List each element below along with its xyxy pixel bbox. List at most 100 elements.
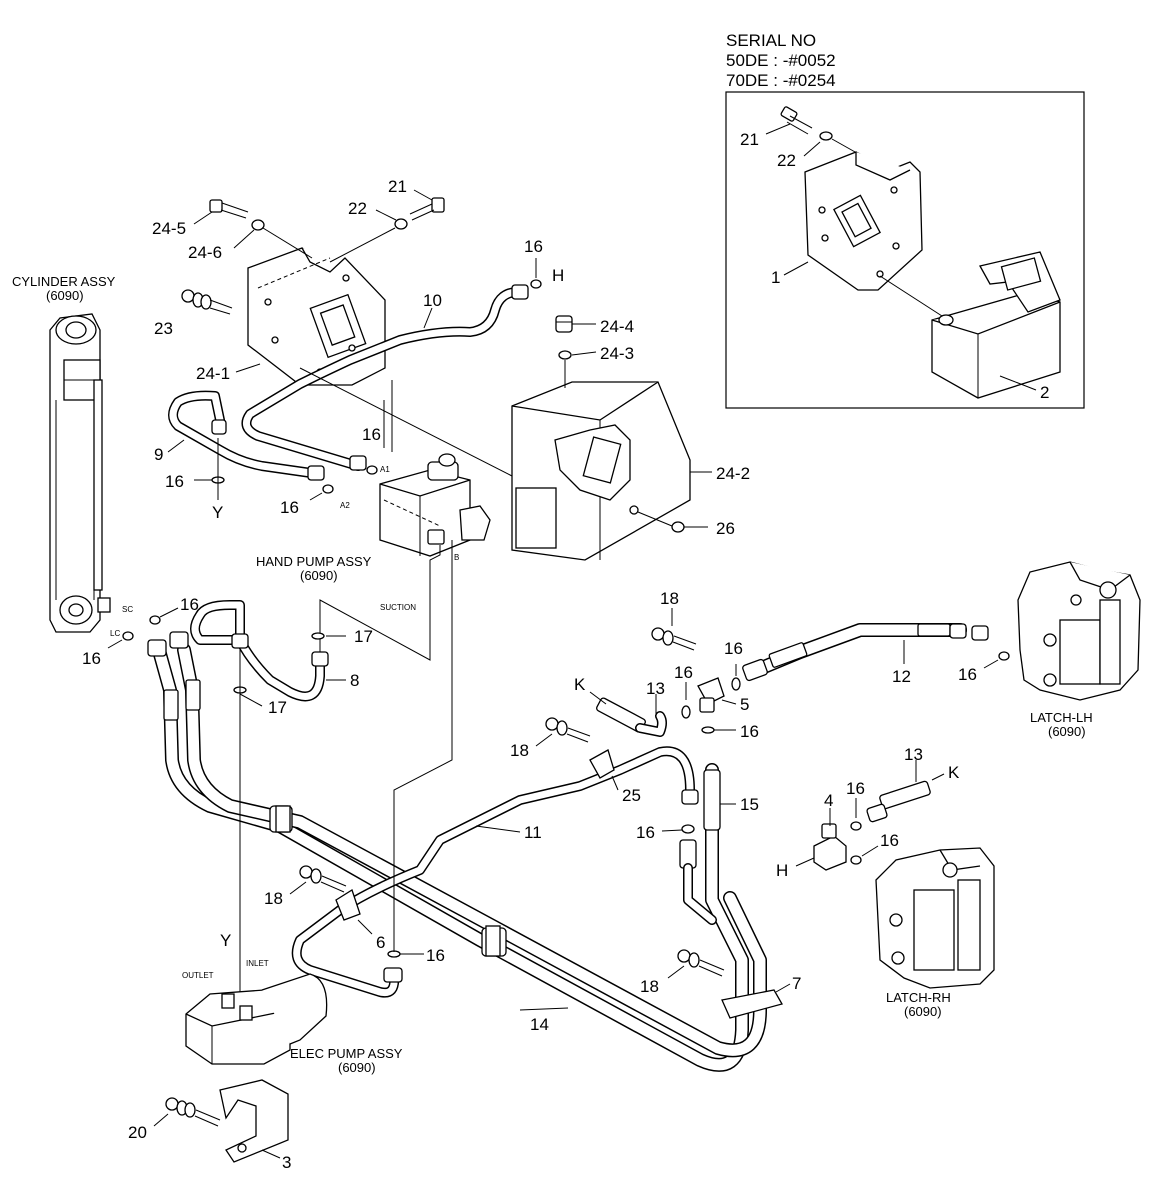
fitting-near-15: [679, 839, 717, 925]
label-h-right: H: [776, 861, 788, 880]
inset-box: 21 22 1 2: [725, 91, 1085, 409]
callout-18-c: 18: [264, 889, 283, 908]
clamp-hose-a: [275, 805, 291, 833]
callout-16-i: 16: [426, 946, 445, 965]
bolt-23: [181, 289, 233, 315]
hose-13-a: [596, 697, 667, 737]
callout-16-e: 16: [958, 665, 977, 684]
callout-16-a1: 16: [362, 425, 381, 444]
bracket-3: [219, 1079, 289, 1163]
port-lc: LC: [110, 629, 120, 638]
callout-16-a2: 16: [280, 498, 299, 517]
oring-16-g: [850, 821, 862, 831]
port-a2: A2: [340, 501, 350, 510]
pipe-10: [241, 284, 529, 471]
oring-16-h: [850, 855, 862, 865]
bracket-24-1: [247, 247, 386, 386]
callout-25: 25: [622, 786, 641, 805]
elec-pump-assy-label: ELEC PUMP ASSY (6090): [290, 1046, 403, 1075]
inset-bolt: [780, 106, 813, 135]
callout-16-d: 16: [740, 722, 759, 741]
callout-6: 6: [376, 933, 385, 952]
callout-11: 11: [524, 823, 542, 842]
callout-26: 26: [716, 519, 735, 538]
bolt-18-d: [677, 949, 725, 977]
bolt-18-a: [651, 627, 697, 651]
callout-24-1: 24-1: [196, 364, 230, 383]
reservoir-24-2: [511, 381, 691, 561]
callout-4: 4: [824, 791, 833, 810]
port-b: B: [454, 553, 459, 562]
oring-16-b: [731, 677, 741, 691]
latch-rh-code: (6090): [904, 1004, 942, 1019]
oring-16-c: [681, 705, 691, 719]
callout-7: 7: [792, 974, 801, 993]
bolt-24-5: [209, 199, 249, 219]
port-inlet: INLET: [246, 959, 269, 968]
callout-inset-2: 2: [1040, 383, 1049, 402]
bolt-18-b: [545, 717, 591, 743]
washer-24-3: [558, 350, 572, 360]
oring-16-d: [701, 726, 715, 734]
oring-16-a1: [366, 465, 378, 475]
callout-inset-1: 1: [771, 268, 780, 287]
callout-5: 5: [740, 695, 749, 714]
callout-18-d: 18: [640, 977, 659, 996]
callout-15: 15: [740, 795, 759, 814]
hose-12: [742, 623, 989, 682]
tee-5: [697, 677, 725, 713]
cylinder-assy-name: CYLINDER ASSY: [12, 274, 116, 289]
callout-13-b: 13: [904, 745, 923, 764]
hand-pump-name: HAND PUMP ASSY: [256, 554, 372, 569]
cylinder-assy: [49, 313, 111, 633]
clamp-25: [589, 749, 615, 779]
label-h-top: H: [552, 266, 564, 285]
label-k-top: K: [574, 675, 586, 694]
callout-inset-22: 22: [777, 151, 796, 170]
latch-rh: [875, 847, 995, 989]
label-y-bottom: Y: [220, 931, 231, 950]
callout-23: 23: [154, 319, 173, 338]
elec-pump-code: (6090): [338, 1060, 376, 1075]
bolt-21: [409, 197, 445, 221]
oring-16-sc: [149, 615, 161, 625]
hand-pump-assy-label: HAND PUMP ASSY (6090): [256, 554, 372, 583]
callout-16-b: 16: [724, 639, 743, 658]
callout-17-a: 17: [354, 627, 373, 646]
serial-line-70de: 70DE : -#0254: [726, 71, 836, 90]
latch-lh-code: (6090): [1048, 724, 1086, 739]
cylinder-assy-code: (6090): [46, 288, 84, 303]
pipe-8: [190, 600, 329, 702]
callout-20: 20: [128, 1123, 147, 1142]
cap-24-4: [555, 315, 573, 333]
callout-17-b: 17: [268, 698, 287, 717]
tee-4: [813, 823, 847, 871]
label-y-top: Y: [212, 503, 223, 522]
clamp-hose-b: [485, 925, 501, 957]
serial-line-50de: 50DE : -#0052: [726, 51, 836, 70]
callout-13-a: 13: [646, 679, 665, 698]
oring-16-e: [998, 651, 1010, 661]
callout-8: 8: [350, 671, 359, 690]
inset-bracket: [804, 151, 923, 291]
latch-lh-name: LATCH-LH: [1030, 710, 1093, 725]
clamp-6: [335, 889, 361, 921]
washer-22: [394, 218, 408, 230]
bolt-18-c: [299, 865, 347, 893]
callout-9: 9: [154, 445, 163, 464]
elec-pump-assy: [185, 973, 328, 1065]
oring-26: [671, 521, 685, 533]
callout-16-lc: 16: [82, 649, 101, 668]
oring-16-top: [530, 279, 542, 289]
inset-cover: [931, 251, 1061, 399]
callout-24-6: 24-6: [188, 243, 222, 262]
callout-16-h: 16: [880, 831, 899, 850]
hose-13-b: [866, 780, 931, 823]
inset-washer: [819, 131, 833, 141]
callout-16-f: 16: [636, 823, 655, 842]
elec-pump-name: ELEC PUMP ASSY: [290, 1046, 403, 1061]
port-sc: SC: [122, 605, 133, 614]
callout-24-2: 24-2: [716, 464, 750, 483]
pipe-11: [291, 746, 699, 998]
